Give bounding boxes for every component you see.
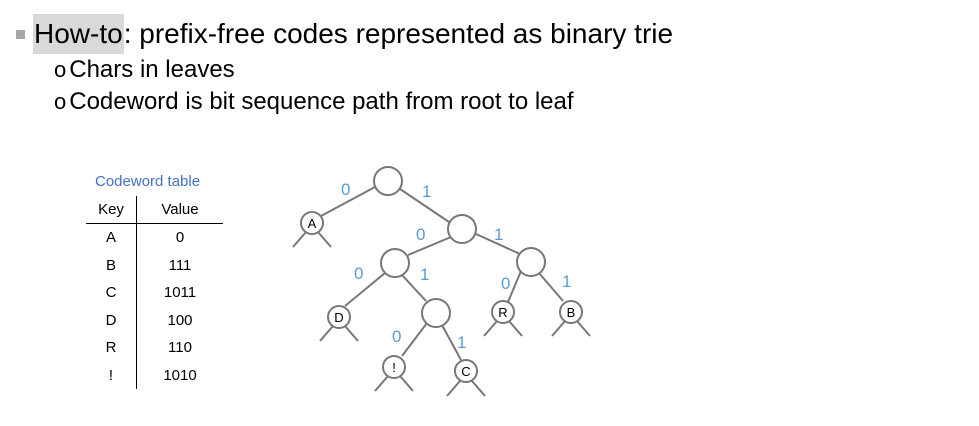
key-cell: A — [86, 223, 137, 252]
key-cell: R — [86, 334, 137, 362]
sub-bullet-2: o Codeword is bit sequence path from roo… — [54, 87, 574, 117]
value-cell: 1010 — [163, 366, 197, 384]
edge-bit-label: 0 — [416, 225, 425, 244]
trie-leaf-a — [300, 211, 324, 235]
table-row: B 111 — [86, 251, 223, 279]
trie-edge — [344, 272, 386, 307]
trie-node — [516, 247, 546, 277]
table-caption: Codeword table — [95, 173, 201, 190]
leaf-stub — [576, 320, 591, 337]
header-key: Key — [86, 196, 137, 224]
trie-node — [447, 214, 477, 244]
header-value: Value — [136, 196, 223, 224]
leaf-label-exclaim: ! — [392, 360, 396, 375]
trie-edge — [401, 322, 428, 357]
trie-edge — [475, 233, 521, 255]
leaf-stub — [344, 325, 359, 342]
main-bullet: How-to: prefix-free codes represented as… — [16, 14, 673, 54]
trie-node-root — [373, 166, 403, 196]
leaf-label-c: C — [461, 364, 470, 379]
leaf-stub — [446, 380, 461, 397]
edge-bit-label: 0 — [354, 264, 363, 283]
key-cell: B — [86, 251, 137, 279]
leaf-stub — [551, 320, 566, 337]
table-row: D 100 — [86, 306, 223, 334]
edge-bit-label: 0 — [392, 327, 401, 346]
leaf-stub — [292, 231, 307, 248]
trie-edge — [320, 186, 376, 217]
leaf-label-r: R — [498, 305, 507, 320]
trie-edge — [441, 324, 462, 361]
leaf-stub — [399, 375, 414, 392]
trie-node — [380, 248, 410, 278]
highlighted-text: How-to — [33, 14, 124, 54]
leaf-stub — [483, 320, 498, 337]
sub-bullet-text: Chars in leaves — [69, 56, 235, 83]
trie-edge — [401, 274, 427, 302]
leaf-stub — [374, 375, 389, 392]
table-header-row: Key Value — [86, 196, 223, 224]
leaf-label-d: D — [334, 310, 343, 325]
edge-bit-label: 1 — [562, 272, 571, 291]
sub-bullet-text: Codeword is bit sequence path from root … — [69, 88, 574, 115]
key-cell: D — [86, 306, 137, 334]
value-cell: 110 — [168, 339, 192, 357]
table-row: ! 1010 — [86, 361, 223, 389]
trie-leaf-c — [454, 359, 478, 383]
sub-bullet-1: o Chars in leaves — [54, 55, 235, 85]
table-row: R 110 — [86, 334, 223, 362]
trie-edge — [538, 272, 564, 302]
trie-leaf-d — [327, 305, 351, 329]
square-bullet-icon — [16, 29, 25, 39]
leaf-stub — [471, 380, 486, 397]
leaf-label-a: A — [308, 216, 317, 231]
value-cell: 0 — [175, 229, 185, 247]
key-cell: C — [86, 279, 137, 307]
trie-edge — [399, 188, 450, 223]
main-bullet-text: : prefix-free codes represented as binar… — [123, 18, 674, 49]
trie-leaf-b — [559, 300, 583, 324]
edge-bit-label: 1 — [494, 225, 503, 244]
leaf-label-b: B — [567, 305, 576, 320]
edge-bit-label: 1 — [422, 182, 431, 201]
value-cell: 100 — [167, 311, 193, 329]
edge-bit-label: 1 — [457, 333, 466, 352]
edge-bit-label: 1 — [420, 265, 429, 284]
circle-bullet-icon: o — [54, 89, 67, 114]
key-cell: ! — [86, 361, 137, 389]
value-cell: 1011 — [163, 284, 197, 302]
edge-bit-label: 0 — [501, 274, 510, 293]
circle-bullet-icon: o — [54, 57, 67, 82]
table-row: C 1011 — [86, 279, 223, 307]
trie-edge — [407, 236, 452, 256]
edge-bit-label: 0 — [341, 180, 350, 199]
trie-leaf-exclaim — [382, 355, 406, 379]
value-cell: 111 — [168, 256, 192, 274]
leaf-stub — [508, 320, 523, 337]
trie-node — [421, 298, 451, 328]
leaf-stub — [317, 231, 332, 248]
trie-edge — [507, 270, 522, 303]
trie-leaf-r — [491, 300, 515, 324]
leaf-stub — [319, 325, 334, 342]
